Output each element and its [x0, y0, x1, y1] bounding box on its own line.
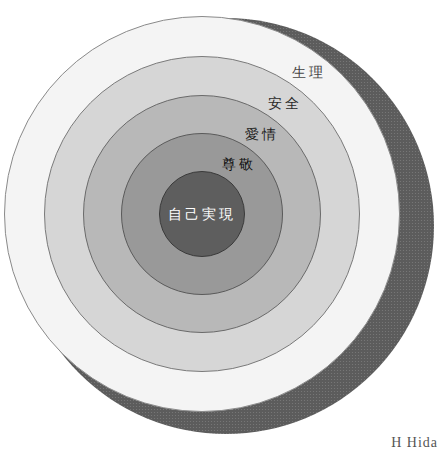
ring-fill [45, 57, 360, 372]
ring-fill [5, 17, 400, 412]
need-circle: 愛情尊敬自己実現 [83, 95, 321, 333]
need-label: 生理 [292, 64, 326, 80]
need-circle: 生理安全愛情尊敬自己実現 [4, 16, 400, 412]
watermark-holder: H Hida [391, 432, 438, 451]
ring-fill [160, 172, 245, 257]
need-label: 尊敬 [222, 156, 256, 172]
need-circle: 安全愛情尊敬自己実現 [44, 56, 360, 372]
need-circle: 尊敬自己実現 [121, 133, 283, 295]
ring-fill [84, 96, 321, 333]
need-label: 愛情 [245, 126, 279, 142]
need-label: 安全 [268, 95, 302, 111]
need-circle: 自己実現 [159, 171, 245, 257]
need-label: 自己実現 [168, 206, 236, 222]
watermark: H Hida [391, 435, 438, 451]
ring-fill [122, 134, 283, 295]
